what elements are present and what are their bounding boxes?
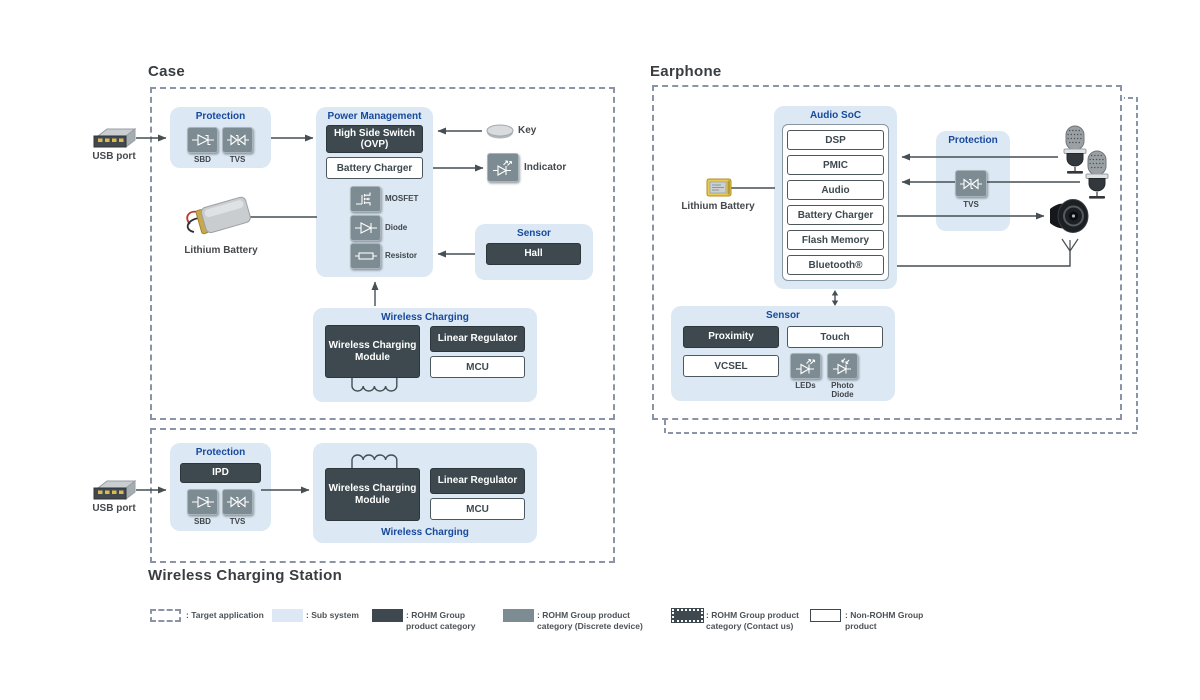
legend-subsystem-label: : Sub system [306,610,359,620]
diode-label: Diode [385,223,408,232]
power-management-title: Power Management [327,111,422,122]
case-linear-regulator-block: Linear Regulator [430,326,525,352]
case-wireless-charging-title: Wireless Charging [381,312,469,323]
case-target-outline [150,87,615,420]
lithium-battery-pack-icon [186,196,251,235]
wcs-section-title: Wireless Charging Station [148,567,343,584]
legend-subsystem-swatch [272,609,303,622]
wcs-protection-title: Protection [195,447,246,458]
earphone-section-title: Earphone [650,63,722,80]
battery-charger-block: Battery Charger [326,157,423,179]
sbd-icon [187,127,218,153]
case-protection-subsystem [170,107,271,168]
legend-discrete-swatch [503,609,534,622]
sbd-label: SBD [194,155,211,164]
microphone-icon [1085,150,1109,199]
dsp-block: DSP [787,130,884,150]
case-wc-module-block: Wireless Charging Module [325,325,420,378]
audio-block: Audio [787,180,884,200]
wcs-wc-module-block: Wireless Charging Module [325,468,420,521]
tvs-icon [222,127,253,153]
case-protection-title: Protection [195,111,246,122]
key-label: Key [518,125,537,136]
sbd-icon [187,489,218,515]
tvs-label: TVS [963,200,979,209]
speaker-icon [1050,199,1089,233]
audio-soc-title: Audio SoC [809,110,862,121]
case-battery-label: Lithium Battery [184,245,258,256]
vcsel-block: VCSEL [683,355,779,377]
wcs-target-outline [150,428,615,563]
legend-target-swatch [150,609,181,622]
sbd-label: SBD [194,517,211,526]
legend-rohm-label: : ROHM Group product category [406,610,476,632]
bluetooth-block: Bluetooth® [787,255,884,275]
wcs-wireless-charging-title: Wireless Charging [381,527,469,538]
hall-block: Hall [486,243,581,265]
diode-icon [350,215,381,241]
legend-target-label: : Target application [186,610,264,620]
earphone-sensor-title: Sensor [766,310,800,321]
mosfet-label: MOSFET [385,194,419,203]
proximity-block: Proximity [683,326,779,348]
case-usb-port-icon [93,127,136,149]
resistor-icon [350,243,381,269]
tvs-icon [955,170,987,197]
case-sensor-title: Sensor [517,228,551,239]
case-mcu-block: MCU [430,356,525,378]
wcs-linear-regulator-block: Linear Regulator [430,468,525,494]
earphone-lithium-battery-icon [706,178,732,197]
earphone-target-outline [652,85,1122,420]
key-icon [486,124,514,139]
wcs-usb-label: USB port [92,503,136,514]
tvs-label: TVS [229,517,246,526]
touch-block: Touch [787,326,883,348]
case-section-title: Case [148,63,186,80]
tvs-icon [222,489,253,515]
photo-diode-label: Photo Diode [831,381,854,400]
earphone-protection-title: Protection [948,135,998,146]
battery-charger-block: Battery Charger [787,205,884,225]
photo-diode-icon [827,353,858,379]
leds-label: LEDs [795,381,816,390]
legend-contact-swatch [672,609,703,622]
leds-icon [790,353,821,379]
legend-nonrohm-label: : Non-ROHM Group product [845,610,924,632]
legend-discrete-label: : ROHM Group product category (Discrete … [537,610,643,632]
tvs-label: TVS [229,155,246,164]
indicator-label: Indicator [524,162,567,173]
wcs-usb-port-icon [93,479,136,501]
legend-contact-label: : ROHM Group product category (Contact u… [706,610,800,632]
flash-memory-block: Flash Memory [787,230,884,250]
resistor-label: Resistor [385,251,418,260]
earphone-battery-label: Lithium Battery [681,201,755,212]
ipd-block: IPD [180,463,261,483]
wcs-protection-subsystem [170,443,271,531]
legend-nonrohm-swatch [810,609,841,622]
case-usb-label: USB port [92,151,136,162]
high-side-switch-block: High Side Switch (OVP) [326,125,423,153]
mosfet-icon [350,186,381,212]
pmic-block: PMIC [787,155,884,175]
legend-rohm-swatch [372,609,403,622]
wcs-mcu-block: MCU [430,498,525,520]
indicator-led-icon [487,153,519,182]
